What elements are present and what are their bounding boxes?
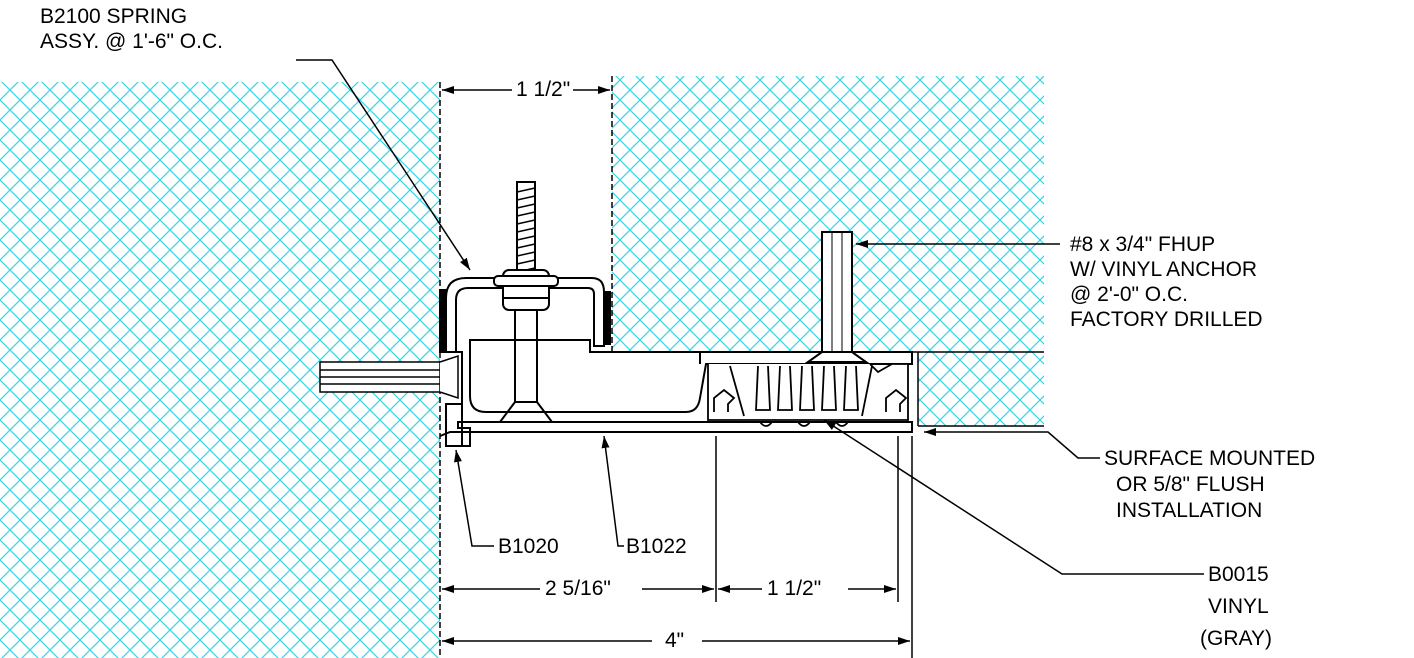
label-fastener-line-2: W/ VINYL ANCHOR — [1070, 258, 1258, 281]
label-fastener-line-3: @ 2'-0" O.C. — [1070, 283, 1188, 306]
label-spring-line-1: B2100 SPRING — [40, 5, 188, 28]
label-vinyl-line-3: (GRAY) — [1200, 627, 1272, 650]
spring-assembly — [439, 181, 611, 423]
vinyl-hook-left — [713, 388, 736, 412]
spring-clip-left — [439, 289, 447, 353]
label-fastener: #8 x 3/4" FHUP W/ VINYL ANCHOR @ 2'-0" O… — [1070, 232, 1263, 332]
leader-b1022 — [601, 435, 624, 547]
label-spring-line-2: ASSY. @ 1'-6" O.C. — [40, 30, 223, 53]
label-installation-line-1: SURFACE MOUNTED — [1104, 447, 1316, 470]
leader-lines — [296, 59, 1204, 575]
dim-frame-width: 2 5/16" — [542, 577, 614, 601]
vinyl-anchor-screw — [804, 231, 870, 363]
washer — [493, 275, 559, 287]
vinyl-face-bumps — [759, 421, 849, 427]
return-lip — [446, 403, 463, 446]
dim-overall-width: 4" — [662, 629, 688, 653]
wall-anchor — [319, 354, 459, 400]
vinyl-hook-right — [885, 388, 908, 412]
frame-flange — [590, 351, 701, 364]
spring-clip-right — [603, 291, 611, 345]
label-fastener-line-4: FACTORY DRILLED — [1070, 308, 1263, 331]
label-installation-line-3: INSTALLATION — [1116, 499, 1263, 522]
vinyl-fins — [729, 365, 873, 417]
vinyl-insert — [707, 363, 909, 427]
bolt-shank — [514, 310, 538, 402]
label-vinyl-line-1: B0015 — [1208, 563, 1269, 586]
leader-vinyl — [823, 419, 1204, 575]
label-fastener-line-1: #8 x 3/4" FHUP — [1070, 233, 1216, 256]
label-b1022: B1022 — [626, 535, 687, 558]
label-spring-assembly: B2100 SPRING ASSY. @ 1'-6" O.C. — [40, 4, 223, 54]
dim-vinyl-width: 1 1/2" — [764, 577, 825, 601]
leader-b1020 — [454, 449, 494, 547]
leader-installation — [924, 428, 1100, 459]
right-lower-substrate — [918, 352, 1044, 426]
label-b1020: B1020 — [498, 535, 559, 558]
dimension-extensions — [715, 436, 913, 658]
label-vinyl-line-2: VINYL — [1208, 595, 1269, 618]
spring-channel — [445, 277, 605, 352]
leader-spring — [296, 59, 471, 271]
dim-gap-width: 1 1/2" — [513, 78, 574, 102]
label-installation-line-2: OR 5/8" FLUSH — [1116, 473, 1265, 496]
